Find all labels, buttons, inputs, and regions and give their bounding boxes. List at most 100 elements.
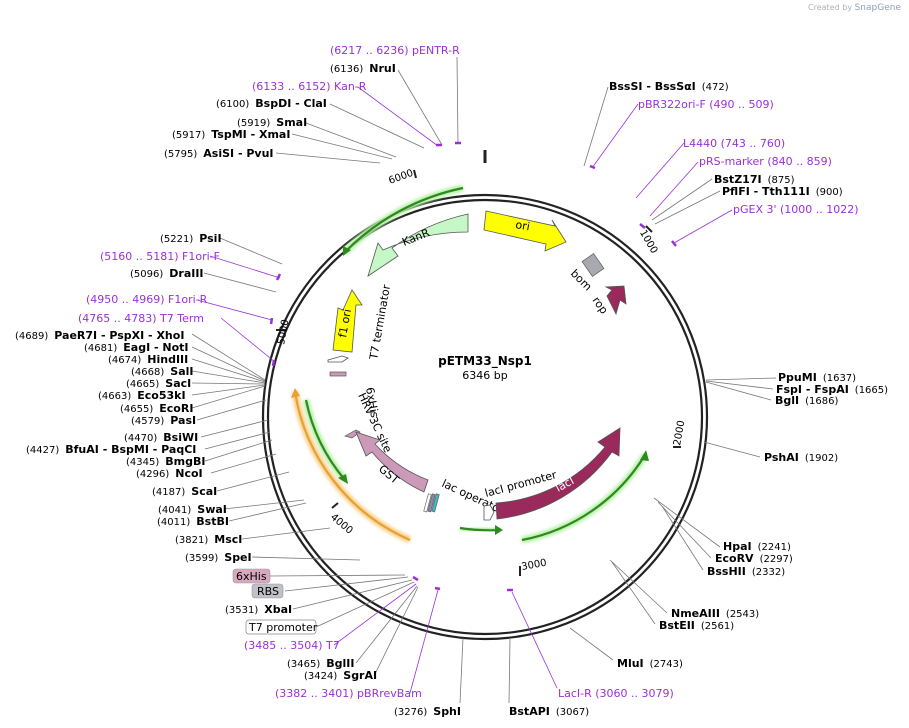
feature-6xhis — [329, 371, 347, 377]
site-msci: (3821)MscI — [175, 533, 242, 546]
box-t7-promoter — [245, 619, 317, 635]
site-spei: (3599)SpeI — [185, 551, 252, 564]
primer-t7: (3485 .. 3504) T7 — [244, 639, 340, 652]
site-pshai: PshAI(1902) — [764, 451, 838, 464]
feature-f1ori — [332, 289, 363, 353]
box-rbs — [251, 583, 284, 599]
site-bmgbi: (4345)BmgBI — [126, 455, 205, 468]
orf-fusion-arrowhead — [291, 388, 300, 398]
site-hpai: HpaI(2241) — [723, 540, 791, 553]
orf-laci — [521, 454, 646, 542]
plasmid-size: 6346 bp — [462, 369, 507, 382]
site-bsiwi: (4470)BsiWI — [124, 431, 198, 444]
box-6xhis — [232, 568, 271, 584]
orf-kanr-arrowhead — [343, 246, 351, 256]
site-bglii: (3465)BglII — [287, 657, 354, 670]
site-bstapi: BstAPI(3067) — [509, 705, 589, 718]
primer-laci-r: LacI-R (3060 .. 3079) — [558, 687, 674, 700]
tick-label-5000: 5000 — [276, 319, 291, 346]
site-sali: (4668)SalI — [131, 365, 193, 378]
primer-t7-term: (4765 .. 4783) T7 Term — [78, 312, 204, 325]
tick-label-4000: 4000 — [328, 512, 355, 537]
brand-name: SnapGene — [854, 3, 901, 13]
site-bfuai: (4427)BfuAI - BspMI - PaqCI — [26, 443, 196, 456]
primer-pbrrevbam: (3382 .. 3401) pBRrevBam — [275, 687, 422, 700]
box-rbs-label: RBS — [257, 585, 279, 598]
site-swai: (4041)SwaI — [158, 503, 227, 516]
site-eagi: (4681)EagI - NotI — [84, 341, 189, 354]
site-pflfi: PflFI - Tth111I(900) — [722, 185, 843, 198]
snapgene-brand: Created by SnapGene — [808, 3, 901, 13]
site-mlui: MluI(2743) — [617, 657, 683, 670]
primer-pgex3: pGEX 3' (1000 .. 1022) — [733, 203, 859, 216]
feature-laci-promoter — [483, 504, 495, 521]
site-scai: (4187)ScaI — [152, 485, 217, 498]
feature-kanr — [367, 213, 469, 277]
site-sphi: (3276)SphI — [394, 705, 461, 718]
site-ecorv: EcoRV(2297) — [715, 552, 793, 565]
site-eco53ki: (4663)Eco53kI — [98, 389, 186, 402]
primer-pbr322ori-f: pBR322ori-F (490 .. 509) — [638, 98, 774, 111]
feature-f1ori-label: f1 ori — [336, 308, 354, 339]
primer-f1ori-r: (4950 .. 4969) F1ori-R — [86, 293, 208, 306]
backbone — [261, 150, 709, 641]
backbone-inner-strand — [266, 198, 704, 636]
tick-label-2000: 2000 — [672, 420, 687, 447]
feature-gst — [355, 431, 429, 493]
site-smai: (5919)SmaI — [237, 116, 307, 129]
site-fspi: FspI - FspAI(1665) — [776, 383, 888, 396]
site-bgli: BglI(1686) — [775, 394, 838, 407]
site-paer7i: (4689)PaeR7I - PspXI - XhoI — [15, 329, 184, 342]
site-hindiii: (4674)HindIII — [108, 353, 188, 366]
orf-gst — [304, 399, 346, 481]
site-bstz17i: BstZ17I(875) — [714, 173, 795, 186]
site-bsteii: BstEII(2561) — [659, 619, 734, 632]
primer-prs-marker: pRS-marker (840 .. 859) — [699, 155, 832, 168]
brand-prefix: Created by — [808, 3, 853, 12]
box-t7-promoter-label: T7 promoter — [248, 621, 318, 634]
feature-ori — [483, 210, 567, 252]
site-ecori: (4655)EcoRI — [120, 402, 193, 415]
site-pasi: (4579)PasI — [131, 414, 196, 427]
orf-gst-arrowhead — [338, 474, 348, 484]
tick-marks — [276, 169, 681, 576]
backbone-outer-strand — [261, 193, 709, 641]
site-asisi: (5795)AsiSI - PvuI — [164, 147, 274, 160]
site-nrui: (6136)NruI — [330, 62, 396, 75]
site-bstbi: (4011)BstBI — [157, 515, 229, 528]
primer-marks — [269, 141, 677, 592]
feature-t7-terminator — [327, 355, 349, 363]
tick-label-6000: 6000 — [387, 168, 415, 187]
site-bspdi: (6100)BspDI - ClaI — [216, 97, 327, 110]
feature-t7-terminator-label: T7 terminator — [367, 283, 393, 361]
orf-laci-arrowhead — [640, 450, 649, 461]
site-labels: (6217 .. 6236) pENTR-R (6136)NruI (6133 … — [15, 44, 888, 718]
primer-pentr-r: (6217 .. 6236) pENTR-R — [330, 44, 460, 57]
tick-label-3000: 3000 — [521, 558, 548, 573]
site-ppumi: PpuMI(1637) — [778, 371, 856, 384]
plasmid-name: pETM33_Nsp1 — [438, 354, 532, 369]
site-draiii: (5096)DraIII — [130, 267, 204, 280]
site-xbai: (3531)XbaI — [225, 603, 292, 616]
orf-laci-small-arrowhead — [495, 525, 503, 535]
feature-rop — [604, 285, 627, 316]
primer-f1ori-f: (5160 .. 5181) F1ori-F — [100, 250, 220, 263]
feature-kanr-label: KanR — [400, 226, 432, 249]
tick-label-1000: 1000 — [637, 228, 659, 256]
primer-kan-r: (6133 .. 6152) Kan-R — [252, 80, 367, 93]
orf-kanr — [344, 186, 464, 253]
feature-lac-operator — [431, 493, 440, 513]
feature-bom — [581, 253, 605, 277]
site-tspmi: (5917)TspMI - XmaI — [172, 128, 290, 141]
site-bsshii: BssHII(2332) — [707, 565, 785, 578]
feature-6xhis-label: 6xHis — [363, 386, 381, 419]
site-psii: (5221)PsiI — [160, 232, 222, 245]
leader-lines — [191, 56, 777, 704]
site-saci: (4665)SacI — [126, 377, 191, 390]
orf-fusion — [293, 391, 411, 542]
site-sgrai: (3424)SgrAI — [304, 669, 377, 682]
site-ncoi: (4296)NcoI — [136, 467, 203, 480]
site-bsssi: BssSI - BssSαI(472) — [609, 80, 729, 93]
site-nmeaiii: NmeAIII(2543) — [671, 607, 759, 620]
